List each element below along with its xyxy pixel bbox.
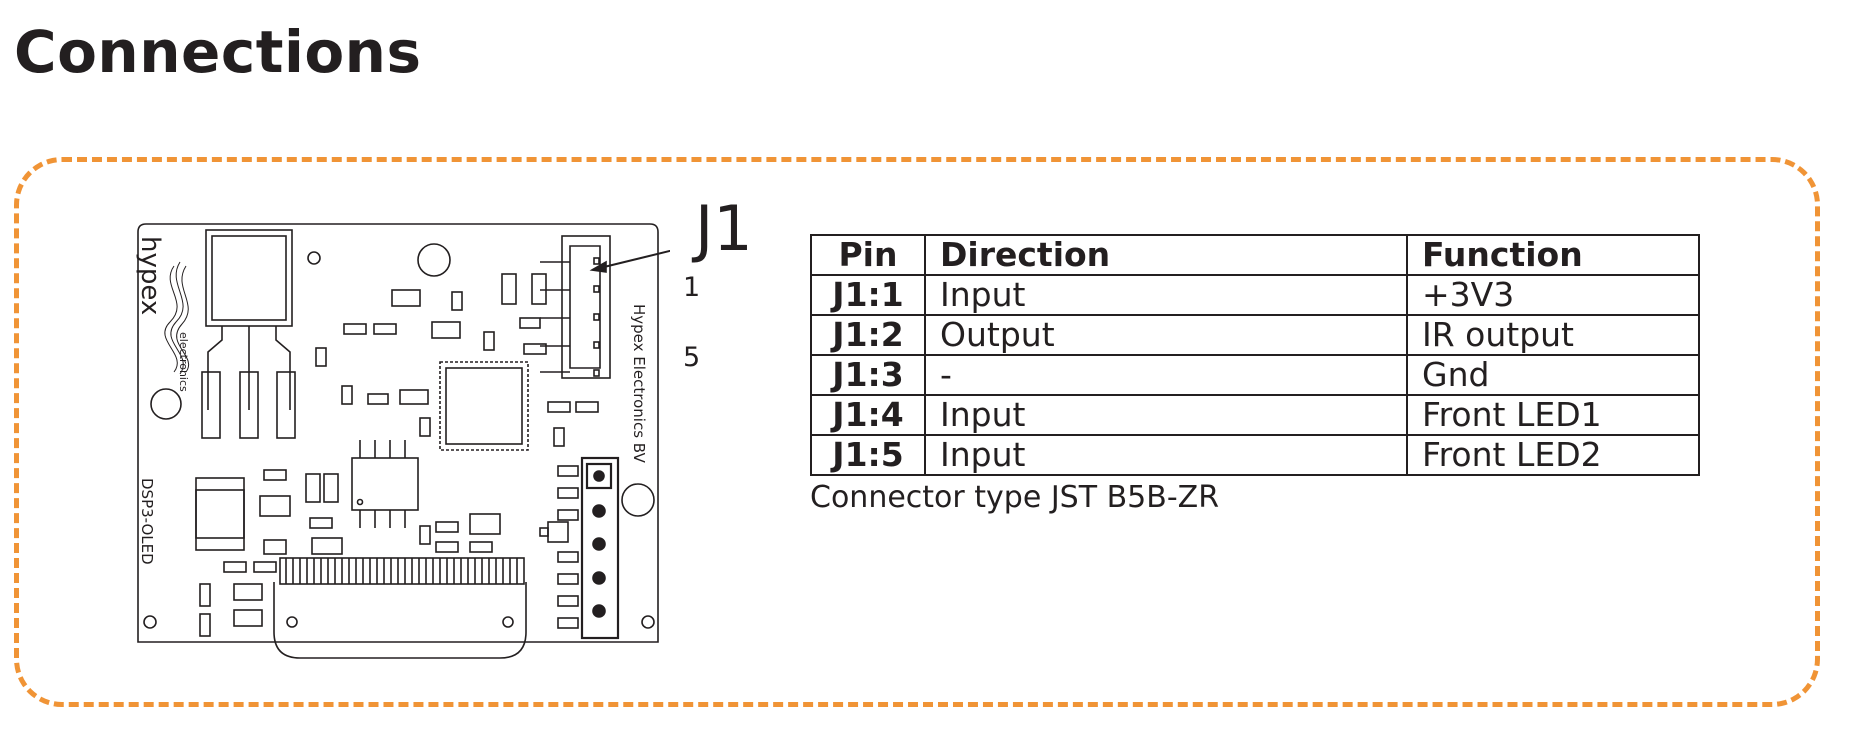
board-brand-subtext: electronics: [177, 332, 190, 392]
brand-logo-wave: [164, 261, 189, 375]
mounting-hole: [143, 615, 157, 629]
pin-cell: J1:4: [810, 394, 926, 436]
pcb-drawing: hypex electronics Hypex Electronics BV D…: [135, 223, 670, 659]
table-row: J1:4 Input Front LED1: [810, 394, 1700, 436]
mounting-hole: [641, 615, 655, 629]
j1-label: J1: [695, 192, 753, 265]
mounting-hole: [150, 388, 182, 420]
header-pin: Pin: [810, 234, 926, 276]
direction-cell: -: [924, 354, 1408, 396]
pin-first-label: 1: [683, 272, 701, 303]
function-cell: Front LED1: [1406, 394, 1700, 436]
pin-cell: J1:1: [810, 274, 926, 316]
regulator-body: [205, 229, 293, 327]
direction-cell: Input: [924, 274, 1408, 316]
pin-last-label: 5: [683, 342, 701, 373]
table-row: J1:2 Output IR output: [810, 314, 1700, 356]
board-brand-text: hypex: [135, 236, 165, 315]
function-cell: Gnd: [1406, 354, 1700, 396]
function-cell: +3V3: [1406, 274, 1700, 316]
pin-cell: J1:2: [810, 314, 926, 356]
ribbon-tab: [273, 582, 527, 659]
mounting-hole: [307, 251, 321, 265]
connector-type-note: Connector type JST B5B-ZR: [810, 480, 1220, 515]
ribbon-connector: [279, 557, 525, 585]
j1-connector: [561, 235, 611, 379]
connections-frame: [14, 157, 1820, 707]
pin-header: [580, 456, 620, 640]
function-cell: IR output: [1406, 314, 1700, 356]
function-cell: Front LED2: [1406, 434, 1700, 476]
table-row: J1:1 Input +3V3: [810, 274, 1700, 316]
header-function: Function: [1406, 234, 1700, 276]
direction-cell: Input: [924, 434, 1408, 476]
board-outline: [137, 223, 659, 643]
mounting-hole: [621, 483, 655, 517]
board-model-text: DSP3-OLED: [138, 478, 156, 565]
pin-cell: J1:3: [810, 354, 926, 396]
mounting-hole: [417, 243, 451, 277]
table-row: J1:5 Input Front LED2: [810, 434, 1700, 476]
pinout-table: Pin Direction Function J1:1 Input +3V3 J…: [810, 234, 1700, 476]
pin-cell: J1:5: [810, 434, 926, 476]
j1-leader-line: [603, 249, 670, 268]
header-direction: Direction: [924, 234, 1408, 276]
direction-cell: Output: [924, 314, 1408, 356]
soic-chip: [351, 457, 419, 511]
microcontroller: [439, 361, 529, 451]
direction-cell: Input: [924, 394, 1408, 436]
table-row: J1:3 - Gnd: [810, 354, 1700, 396]
board-side-text: Hypex Electronics BV: [630, 304, 648, 464]
page-title: Connections: [14, 18, 422, 86]
table-header-row: Pin Direction Function: [810, 234, 1700, 276]
